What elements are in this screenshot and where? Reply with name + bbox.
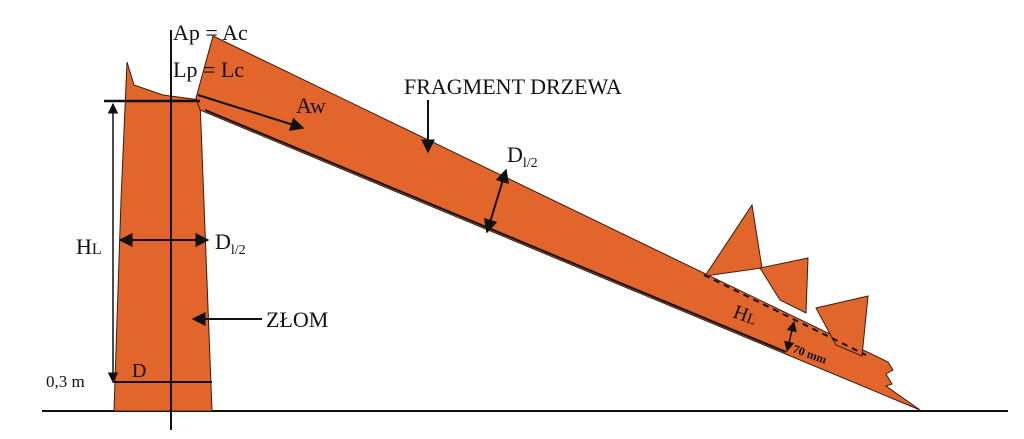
aw-arrow [197, 94, 305, 131]
label-d-base: D [132, 360, 146, 382]
branch-1 [703, 203, 763, 277]
label-hl-fragment: HL [730, 301, 760, 330]
branch-2 [759, 257, 809, 314]
label-ap-ac: Ap = Ac [173, 20, 248, 45]
stump [113, 61, 213, 412]
label-fragment-drzewa: FRAGMENT DRZEWA [404, 74, 622, 99]
label-hl-fragment-main: H [730, 301, 751, 327]
label-d-half-stump-sub: l/2 [231, 243, 246, 258]
label-hl-stump: HL [76, 234, 102, 259]
tree-fragment [195, 35, 921, 411]
label-hl-stump-sub: L [92, 241, 102, 258]
label-lp-lc: Lp = Lc [173, 57, 244, 82]
label-d-half-stump-main: D [215, 229, 231, 254]
hl-dashed-extension [703, 274, 867, 356]
label-d-half-fragment-main: D [507, 142, 523, 167]
label-zlom: ZŁOM [266, 307, 328, 332]
dist-70-dimension [784, 320, 797, 353]
label-hl-stump-main: H [76, 234, 92, 259]
label-d-half-fragment: Dl/2 [507, 142, 538, 171]
label-03m: 0,3 m [46, 372, 85, 391]
d-half-fragment-dimension [483, 168, 510, 234]
branch-3 [815, 295, 869, 357]
label-d-half-stump: Dl/2 [215, 229, 246, 258]
label-d-half-fragment-sub: l/2 [523, 156, 538, 171]
label-aw: Aw [296, 93, 326, 118]
